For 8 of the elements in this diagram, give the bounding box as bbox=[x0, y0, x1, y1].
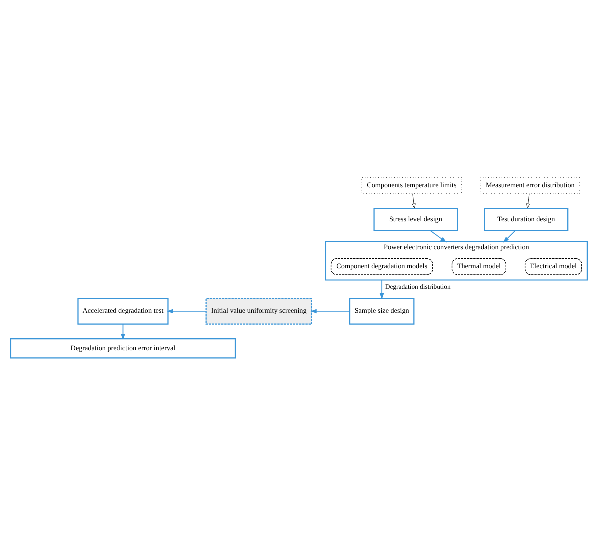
arrow bbox=[503, 230, 516, 243]
arrow bbox=[121, 324, 126, 340]
arrow bbox=[526, 194, 530, 209]
arrow bbox=[380, 280, 384, 300]
arrow bbox=[412, 194, 416, 209]
arrow bbox=[310, 309, 350, 314]
arrow bbox=[167, 309, 207, 314]
arrow bbox=[430, 230, 447, 243]
